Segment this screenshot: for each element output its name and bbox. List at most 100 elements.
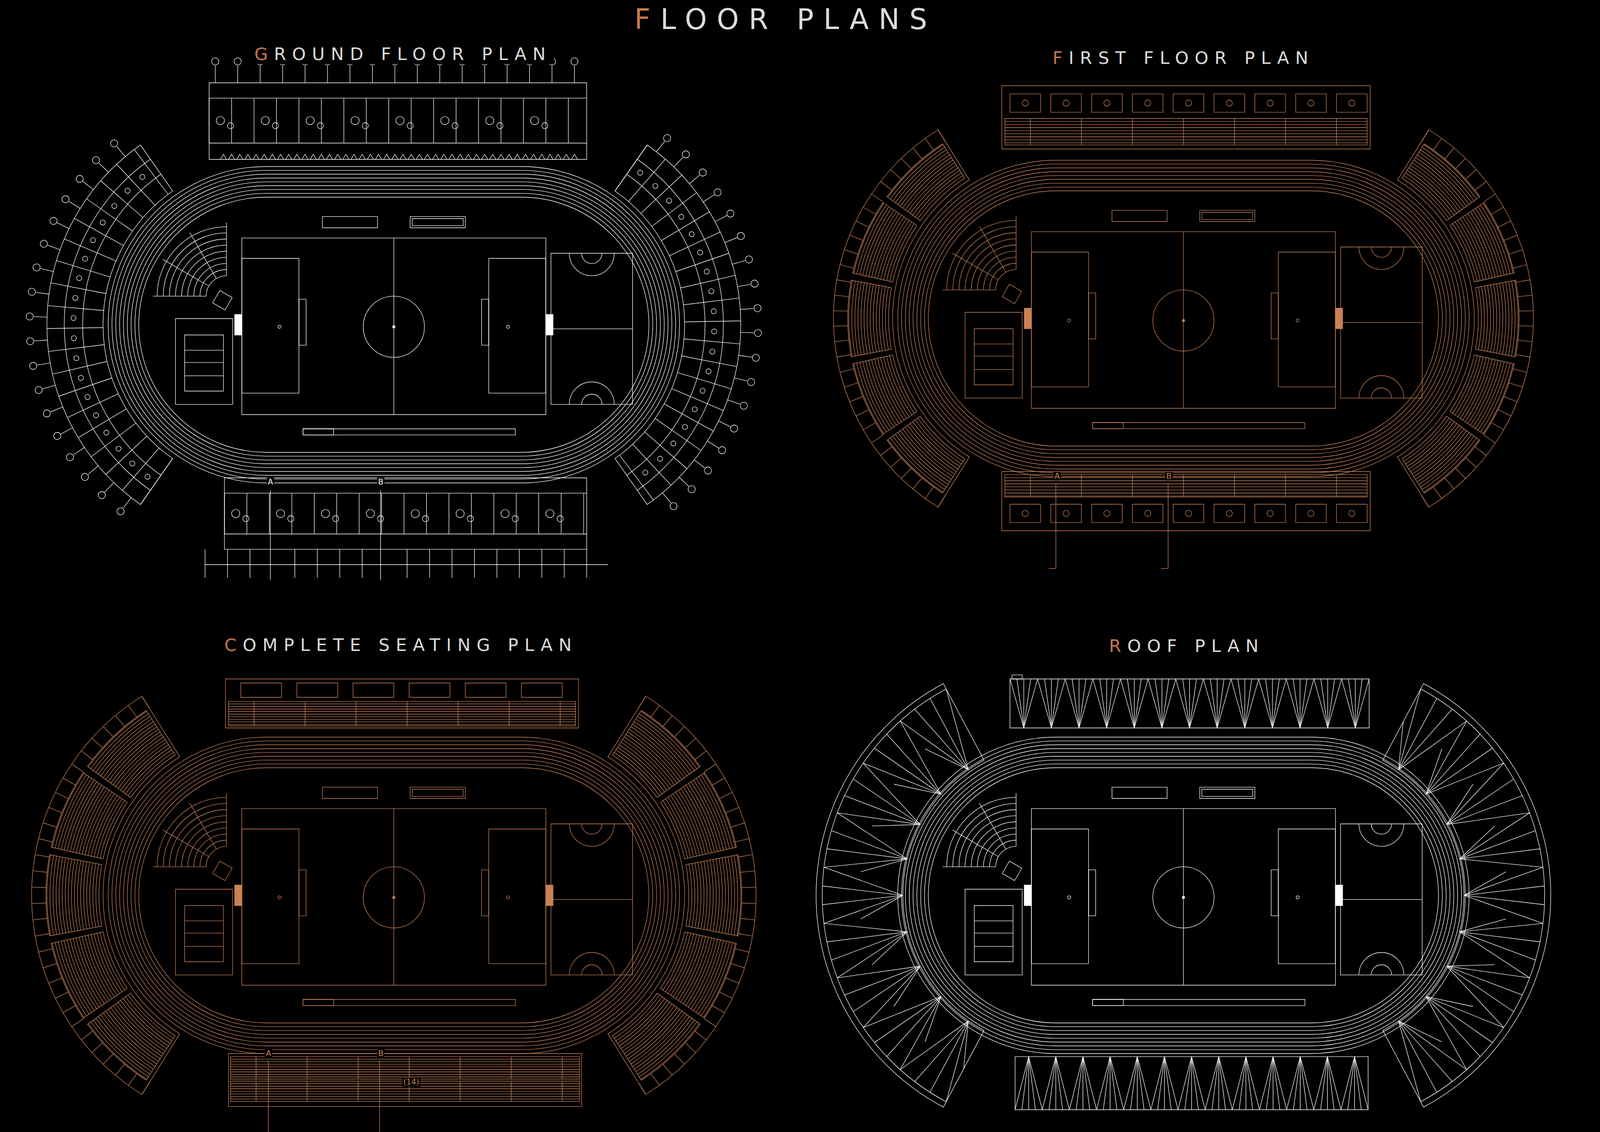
track-lane [138,767,650,1023]
seat-row [1004,489,1368,491]
goal [545,884,554,906]
column-mark [448,154,456,160]
seat-row [892,149,947,201]
seat-row [910,423,958,469]
partition [47,305,105,311]
seat-row [1462,358,1490,420]
roof-truss [1044,678,1052,728]
seat-row [691,863,695,928]
partition [1444,478,1454,490]
seat-row [125,996,173,1041]
seating-fan [187,257,227,297]
roof-truss [1459,830,1536,859]
grid-line [740,331,754,333]
grid-line [727,399,741,404]
roof-truss [1099,678,1107,728]
grid-line [249,549,251,578]
partition [912,148,923,160]
roof-truss [1266,1056,1273,1110]
furniture [711,308,717,315]
aisle [460,1056,461,1079]
stand-outline [46,145,173,505]
grid-bubble [61,195,70,203]
partition [81,1030,93,1040]
roof-truss [1109,1056,1117,1110]
volleyball-court [175,318,233,404]
grid-line [268,1060,269,1132]
track-lane [916,756,1451,1035]
seating-fan [971,244,1017,290]
partition [35,933,50,936]
court-line [184,945,224,947]
room [1255,504,1286,523]
partition [731,822,745,827]
track-lane [912,175,1454,462]
partition [1491,207,1504,215]
partition [619,454,654,500]
seat-row [86,862,90,929]
furniture [678,214,685,220]
seat-row [95,718,152,773]
partition [1465,169,1477,180]
roof-truss [1217,678,1225,728]
seat-row [95,863,99,927]
grid-line [35,292,49,295]
roof-truss [831,931,908,960]
grid-bubble [714,188,722,196]
stand-outline [833,129,970,508]
seat-row [718,858,723,933]
column-mark [301,154,309,160]
partition [901,158,912,169]
roof-truss [1327,678,1335,728]
seat-row [93,716,150,771]
partition [246,493,248,534]
column-mark [358,154,366,160]
grid-line [380,490,381,581]
furniture [100,220,106,226]
roof-truss [1130,1056,1138,1110]
seat-row [1417,154,1469,205]
grid-line [122,497,132,509]
roof-truss [1069,1056,1083,1110]
seat-row [230,1074,580,1075]
column-mark [522,154,529,160]
partition [538,493,539,534]
seat-row [1004,136,1368,137]
grid-line [673,157,684,167]
aisle [1285,118,1286,146]
furniture [90,237,96,243]
roof-truss [1211,1056,1219,1110]
partition [703,763,716,773]
seat-row [1465,358,1493,422]
grid-bubble [26,337,34,345]
roof-truss-frame [1015,1056,1369,1110]
seating-block [1402,143,1481,221]
seating-block [1475,280,1520,357]
track-lane [920,183,1447,454]
partition [103,1053,114,1064]
roof-truss [1446,964,1495,966]
seat-row [912,421,960,467]
seat-row [1482,363,1513,434]
track-lane [920,760,1447,1031]
roof-truss [1327,678,1342,728]
aisle [457,701,459,726]
aisle [1336,118,1337,146]
seat-row [1004,139,1368,140]
partition [938,494,946,508]
grid-bubble [753,304,762,312]
roof-truss [1137,1056,1145,1110]
grid-line [715,215,727,222]
partition [628,159,666,202]
roof-truss [1134,678,1135,728]
football-pitch [241,238,546,415]
roof-truss [1446,965,1504,1028]
seat-row [917,175,964,219]
roof-truss [925,996,942,1042]
seat-row [128,752,174,796]
seat-row [716,858,720,932]
partition [64,239,117,261]
partition [1433,138,1442,150]
partition [738,933,753,936]
seat-row [637,716,695,771]
